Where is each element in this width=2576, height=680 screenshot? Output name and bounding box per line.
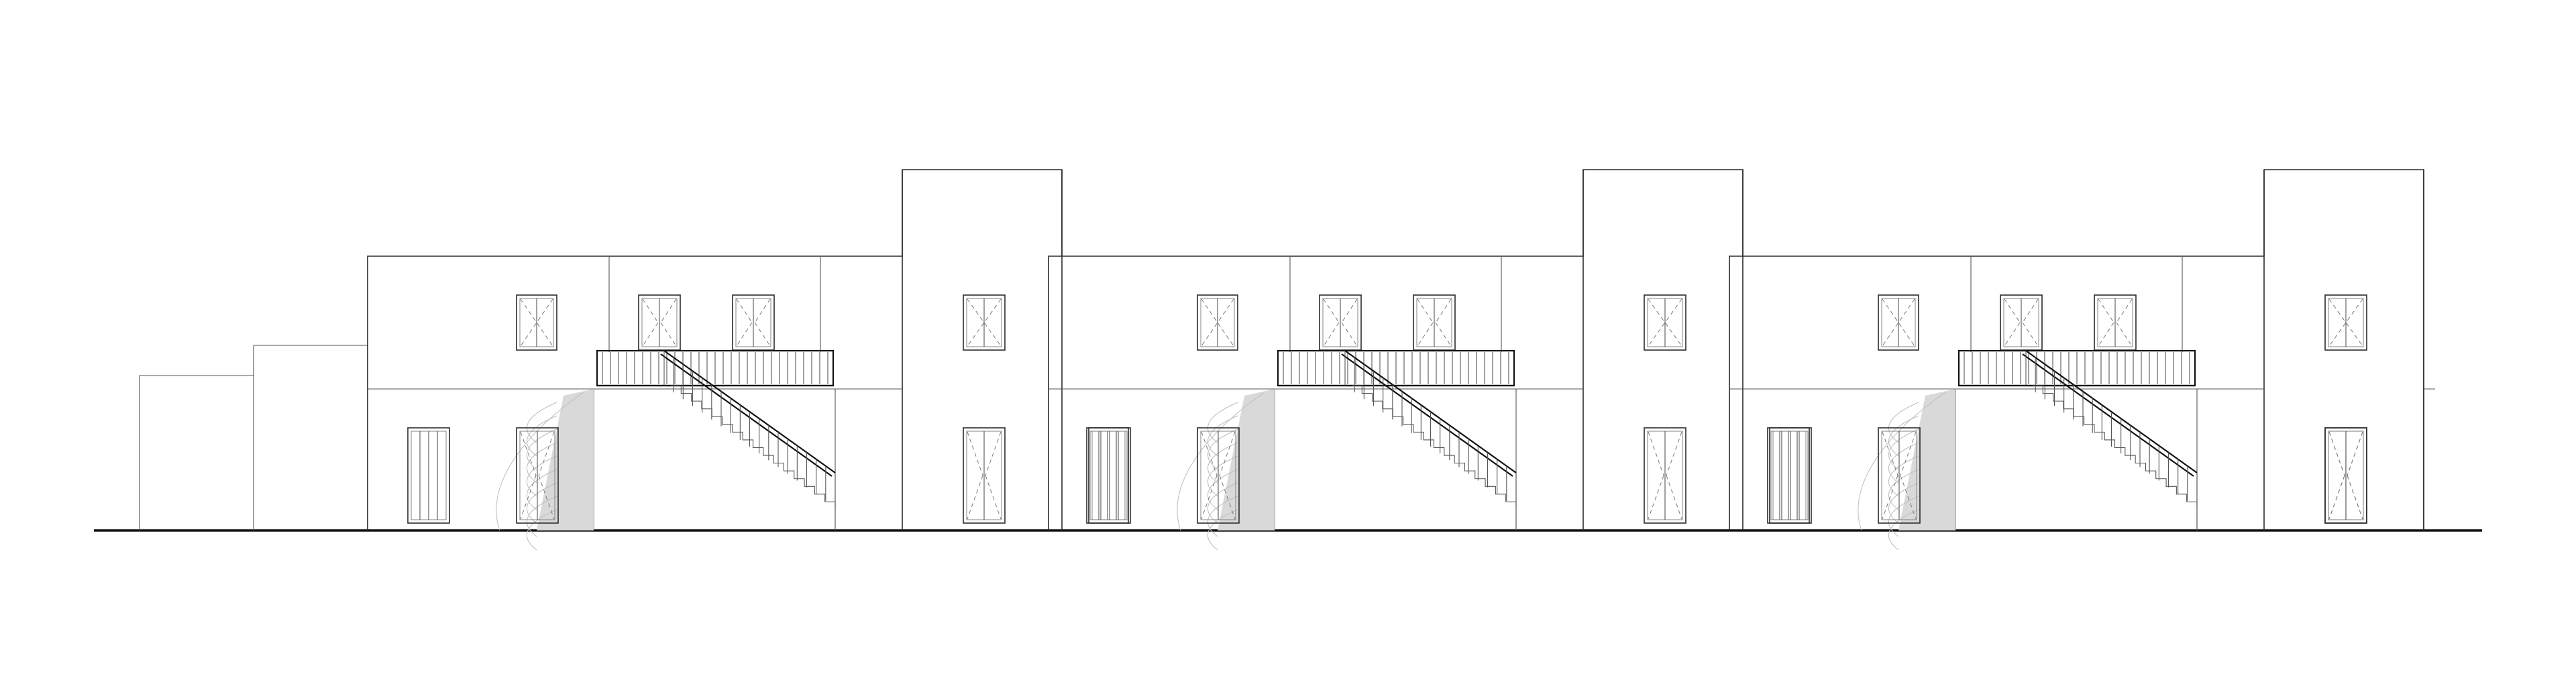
door-icon bbox=[963, 427, 1006, 524]
door-icon bbox=[638, 294, 681, 351]
door-icon bbox=[1767, 427, 1810, 524]
window-icon bbox=[2324, 294, 2367, 351]
door-icon bbox=[1088, 427, 1131, 524]
door-icon bbox=[1197, 427, 1240, 524]
balcony-railing-icon bbox=[1957, 349, 2196, 387]
door-icon bbox=[2094, 294, 2137, 351]
door-icon bbox=[1413, 294, 1456, 351]
window-icon bbox=[1644, 294, 1686, 351]
door-icon bbox=[1319, 294, 1362, 351]
door-icon bbox=[1769, 427, 1812, 524]
window-icon bbox=[516, 294, 557, 351]
stair-icon bbox=[660, 350, 836, 530]
window-icon bbox=[1197, 294, 1238, 351]
spiral-stair-icon bbox=[1177, 389, 1275, 551]
elevation-module-1 bbox=[367, 169, 1129, 551]
elevation-static-lines bbox=[94, 345, 2482, 532]
elevation-modules bbox=[367, 169, 2435, 551]
window-icon bbox=[1878, 294, 1919, 351]
window-icon bbox=[963, 294, 1006, 351]
door-icon bbox=[1878, 427, 1921, 524]
door-icon bbox=[732, 294, 775, 351]
door-icon bbox=[2324, 427, 2367, 524]
balcony-railing-icon bbox=[1277, 349, 1515, 387]
spiral-stair-icon bbox=[496, 389, 594, 551]
spiral-stair-icon bbox=[1858, 389, 1955, 551]
balcony-railing-icon bbox=[596, 349, 835, 387]
door-icon bbox=[1086, 427, 1129, 524]
door-icon bbox=[1644, 427, 1686, 524]
elevation-module-2 bbox=[1048, 169, 1810, 551]
elevation-module-3-tower-door bbox=[2324, 427, 2367, 524]
stair-icon bbox=[1341, 350, 1517, 530]
door-icon bbox=[516, 427, 559, 524]
low-volume-2 bbox=[253, 345, 368, 530]
elevation-module-3 bbox=[1729, 169, 2435, 551]
door-icon bbox=[2000, 294, 2043, 351]
stair-icon bbox=[2022, 350, 2198, 530]
low-volume-1 bbox=[139, 375, 254, 530]
door-icon bbox=[407, 427, 450, 524]
